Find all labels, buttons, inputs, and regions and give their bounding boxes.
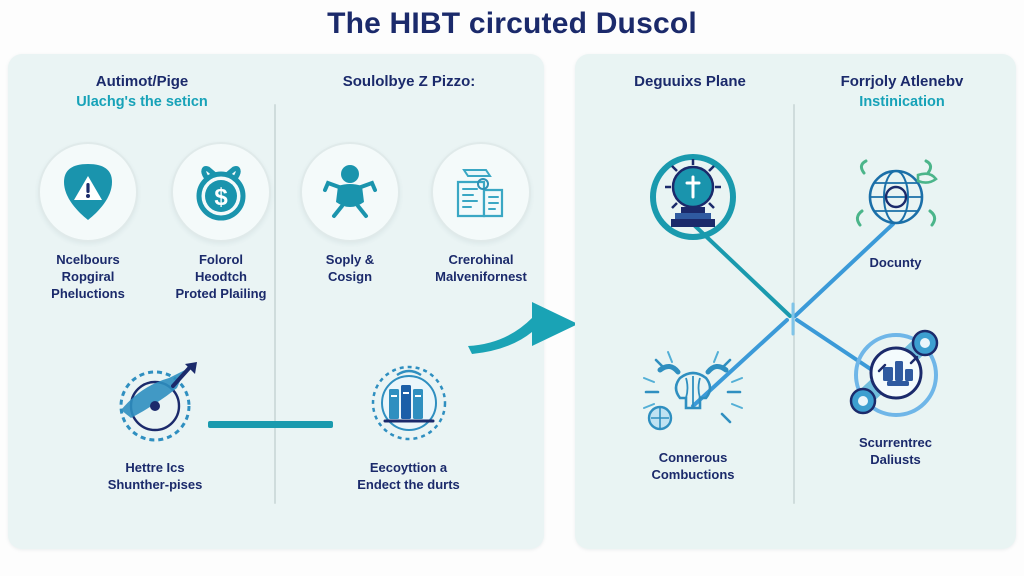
node-soply-cosign[interactable]: Soply &Cosign xyxy=(292,142,408,285)
left-panel-divider xyxy=(274,104,276,504)
left-panel-connector xyxy=(208,421,333,428)
left-column-2-header: Soulolbye Z Pizzo: xyxy=(284,72,534,92)
node-icon-circle xyxy=(645,149,741,245)
compass-arrow-icon xyxy=(107,360,203,444)
books-globe-icon xyxy=(363,359,455,445)
left-column-1-header: Autimot/Pige Ulachg's the seticn xyxy=(22,72,262,112)
right-column-1-heading: Deguuixs Plane xyxy=(634,73,746,90)
node-trophy[interactable] xyxy=(603,149,783,245)
node-icon-circle xyxy=(300,142,400,242)
page-title: The HIBT circuted Duscol xyxy=(327,7,697,40)
flow-arrow-right xyxy=(466,288,586,358)
node-icon-circle xyxy=(38,142,138,242)
node-icon-circle xyxy=(643,344,743,440)
documents-building-icon xyxy=(450,162,512,222)
node-icon-circle xyxy=(361,354,457,450)
money-dollar-icon: $ xyxy=(190,163,252,221)
svg-text:$: $ xyxy=(214,184,228,211)
right-panel-divider xyxy=(793,104,795,504)
node-icon-circle xyxy=(848,149,944,245)
left-column-1-subheading: Ulachg's the seticn xyxy=(76,94,208,110)
right-column-1-header: Deguuixs Plane xyxy=(585,72,795,92)
node-icon-circle xyxy=(848,329,944,425)
brain-idea-icon xyxy=(634,348,752,436)
node-docunty[interactable]: Docunty xyxy=(813,149,978,271)
gear-wrench-icon xyxy=(841,325,951,429)
node-icon-circle xyxy=(431,142,531,242)
globe-network-icon xyxy=(848,151,944,243)
node-icon-circle xyxy=(107,354,203,450)
right-panel: Deguuixs Plane Forrjoly Atlenebv Instini… xyxy=(575,54,1016,549)
right-column-2-subheading: Instinication xyxy=(859,94,945,110)
node-label: Docunty xyxy=(869,255,922,270)
node-icon-circle: $ xyxy=(171,142,271,242)
left-column-1-heading: Autimot/Pige xyxy=(95,73,189,90)
node-label: Soply &Cosign xyxy=(325,252,375,284)
left-column-2-heading: Soulolbye Z Pizzo: xyxy=(342,73,476,90)
trophy-monument-icon xyxy=(643,147,743,247)
shield-warning-icon xyxy=(60,162,116,222)
right-column-2-header: Forrjoly Atlenebv Instinication xyxy=(793,72,1011,112)
person-figure-icon xyxy=(320,162,380,222)
left-panel: Autimot/Pige Ulachg's the seticn Soulolb… xyxy=(8,54,544,549)
right-column-2-heading: Forrjoly Atlenebv xyxy=(840,73,964,90)
